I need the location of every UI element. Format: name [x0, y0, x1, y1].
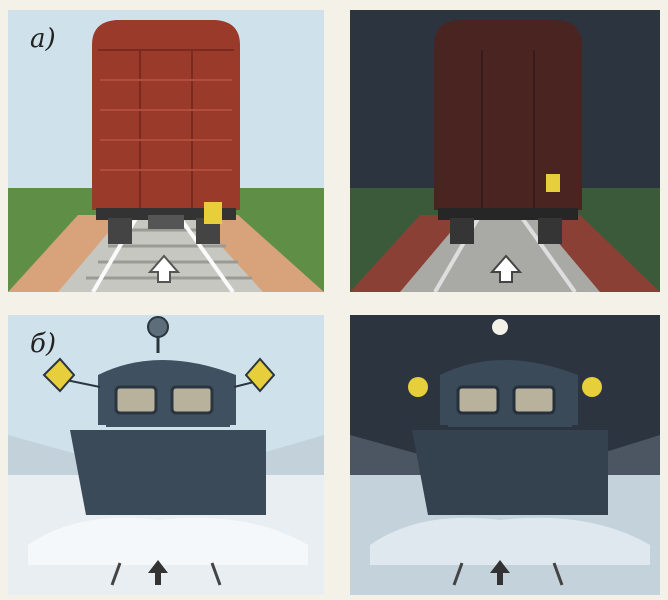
- panel-snowplow-day: б): [8, 315, 324, 595]
- panel-caption: а): [30, 24, 56, 54]
- window-right: [514, 387, 554, 413]
- window-left: [458, 387, 498, 413]
- coupler: [148, 215, 184, 229]
- plow-blade: [70, 430, 266, 515]
- bogie-left: [108, 218, 132, 244]
- wagon-body: [92, 20, 240, 210]
- square-signal-icon: [204, 202, 222, 224]
- panel-wagon-night: [350, 10, 660, 292]
- square-signal-icon: [546, 174, 560, 192]
- round-lamp-icon: [408, 377, 428, 397]
- headlight-icon: [148, 317, 168, 337]
- window-left: [116, 387, 156, 413]
- plow-blade: [412, 430, 608, 515]
- snowplow-night-scene: [350, 315, 660, 595]
- bogie-right: [538, 218, 562, 244]
- window-right: [172, 387, 212, 413]
- panel-wagon-day: а): [8, 10, 324, 292]
- bogie-left: [450, 218, 474, 244]
- panel-snowplow-night: [350, 315, 660, 595]
- panel-caption: б): [30, 329, 56, 359]
- round-lamp-icon: [582, 377, 602, 397]
- wagon-night-scene: [350, 10, 660, 292]
- headlight-icon: [492, 319, 508, 335]
